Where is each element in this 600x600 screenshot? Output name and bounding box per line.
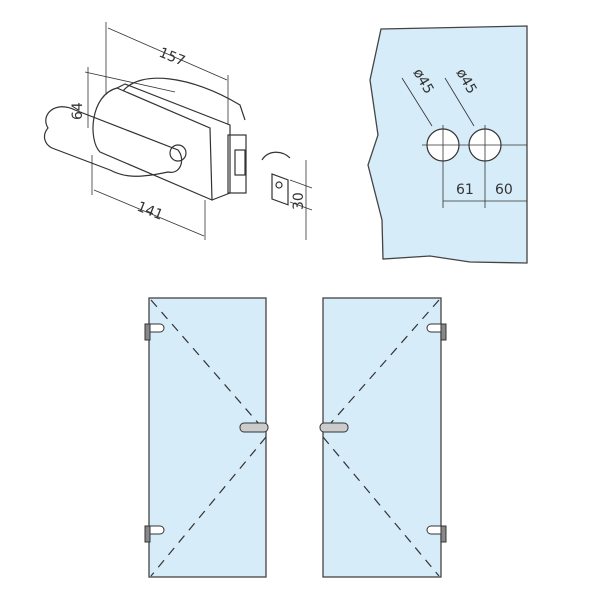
rotate-arrow-icon [261,151,291,161]
dim-157: 157 [157,45,188,70]
hinge-top [426,323,447,341]
handle-rose [169,144,187,162]
door-left-hinged [144,297,269,578]
lock-front-plate [92,87,213,201]
lever-handle [43,106,183,177]
lock-drawing: 157 64 141 30 [43,22,313,240]
lock-body [116,83,231,201]
glass-cutout-drawing: ø45 ø45 61 60 [367,25,528,264]
strike-plate [261,151,291,206]
glass-door-right [322,297,442,578]
hinge-bottom [426,525,447,543]
latch-bolt [234,149,246,176]
dim-60: 60 [495,182,513,198]
dim-30: 30 [291,192,307,210]
door-lock-right [319,422,349,433]
dim-61: 61 [456,182,474,198]
dimension-lines [84,22,313,240]
hinge-bottom [144,525,165,543]
door-right-hinged [319,297,447,578]
glass-door-left [148,297,267,578]
backplate-rear [122,77,246,121]
hinge-top [144,323,165,341]
dim-64: 64 [70,102,86,120]
dim-141: 141 [135,199,166,224]
door-lock-left [239,422,269,433]
lock-latch-face [227,134,247,194]
